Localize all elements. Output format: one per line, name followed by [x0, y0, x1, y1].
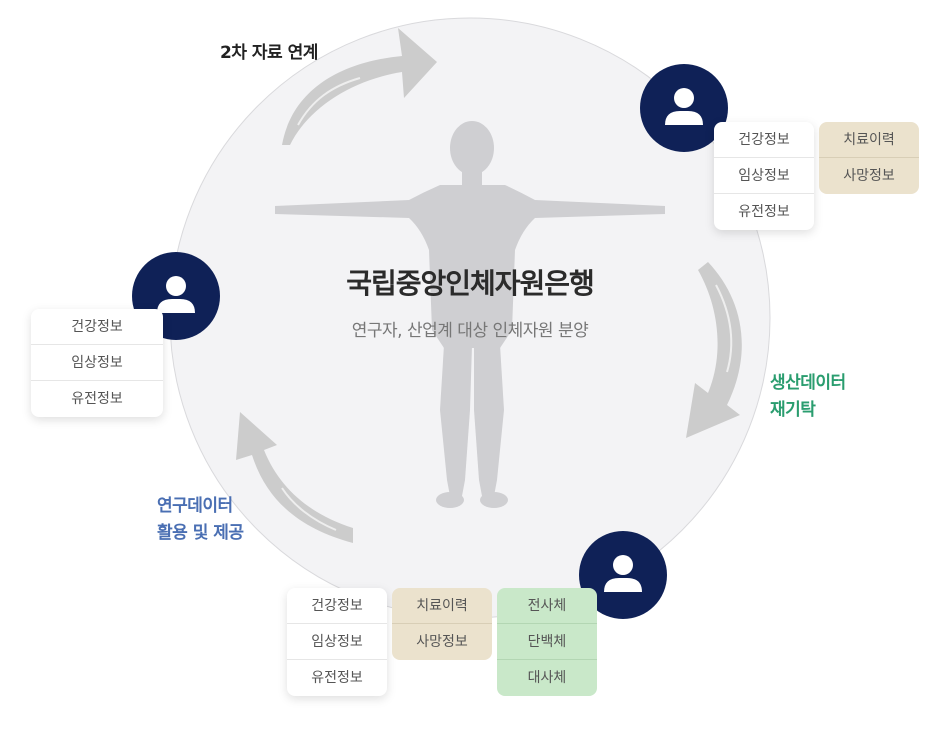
- omics-row: 대사체: [527, 670, 567, 686]
- flow-label-right: 생산데이터 재기탁: [770, 370, 846, 424]
- info-card-left: 건강정보 임상정보 유전정보: [31, 309, 163, 417]
- info-row: 건강정보: [714, 122, 814, 158]
- flow-label-left: 연구데이터 활용 및 제공: [157, 493, 244, 547]
- info-row: 유전정보: [311, 670, 363, 686]
- info-card-top-right: 건강정보 임상정보 유전정보: [714, 122, 814, 230]
- info-row: 임상정보: [714, 158, 814, 194]
- flow-label-top: 2차 자료 연계: [220, 43, 318, 63]
- treatment-card-top-right: 치료이력 사망정보: [819, 122, 919, 194]
- treatment-row: 치료이력: [392, 588, 492, 624]
- arrow-highlight-right: [715, 284, 733, 373]
- avatar-top-right: [640, 64, 728, 152]
- flow-label-left-line2: 활용 및 제공: [157, 523, 244, 543]
- flow-arrow-right: [686, 262, 742, 438]
- info-row: 임상정보: [31, 345, 163, 381]
- user-icon: [604, 555, 642, 592]
- omics-row: 단백체: [497, 624, 597, 660]
- flow-arrow-left: [236, 412, 353, 543]
- omics-card-bottom: 전사체 단백체 대사체: [497, 588, 597, 696]
- treatment-row: 치료이력: [819, 122, 919, 158]
- treatment-row: 사망정보: [416, 634, 468, 650]
- info-row: 건강정보: [287, 588, 387, 624]
- arrow-highlight-top: [297, 77, 361, 126]
- center-subtitle: 연구자, 산업계 대상 인체자원 분양: [351, 321, 589, 341]
- treatment-row: 사망정보: [843, 168, 895, 184]
- flow-label-right-line1: 생산데이터: [770, 373, 846, 393]
- info-row: 유전정보: [738, 204, 790, 220]
- info-card-bottom: 건강정보 임상정보 유전정보: [287, 588, 387, 696]
- center-title: 국립중앙인체자원은행: [346, 267, 595, 300]
- user-icon: [157, 276, 195, 313]
- flow-label-left-line1: 연구데이터: [157, 496, 233, 516]
- flow-arrow-top: [282, 28, 437, 145]
- info-row: 임상정보: [287, 624, 387, 660]
- flow-label-right-line2: 재기탁: [770, 400, 816, 420]
- user-icon: [665, 88, 703, 125]
- omics-row: 전사체: [497, 588, 597, 624]
- info-row: 유전정보: [71, 391, 123, 407]
- info-row: 건강정보: [31, 309, 163, 345]
- treatment-card-bottom: 치료이력 사망정보: [392, 588, 492, 660]
- arrow-highlight-left: [281, 487, 337, 531]
- human-silhouette: [275, 121, 665, 508]
